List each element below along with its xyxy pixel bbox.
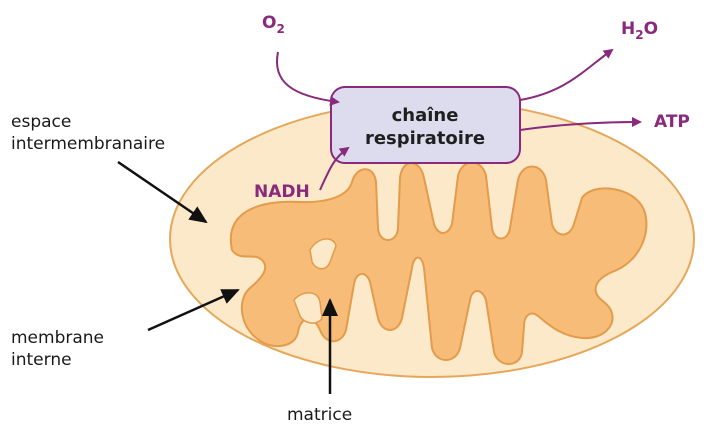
nadh-label: NADH [254,182,310,202]
membrane-label-line1: membrane [11,328,104,348]
atp-label: ATP [654,112,690,132]
o2-label: O2 [262,13,285,36]
box-label-line2: respiratoire [365,128,485,149]
box-label-line1: chaîne [392,105,459,126]
matrice-label: matrice [287,405,352,425]
o2-arrow [277,52,338,102]
espace-label-line2: intermembranaire [11,134,165,154]
h2o-label: H2O [621,19,658,42]
espace-label-line1: espace [11,112,71,132]
h2o-arrow [520,50,612,100]
membrane-label-line2: interne [11,350,72,370]
